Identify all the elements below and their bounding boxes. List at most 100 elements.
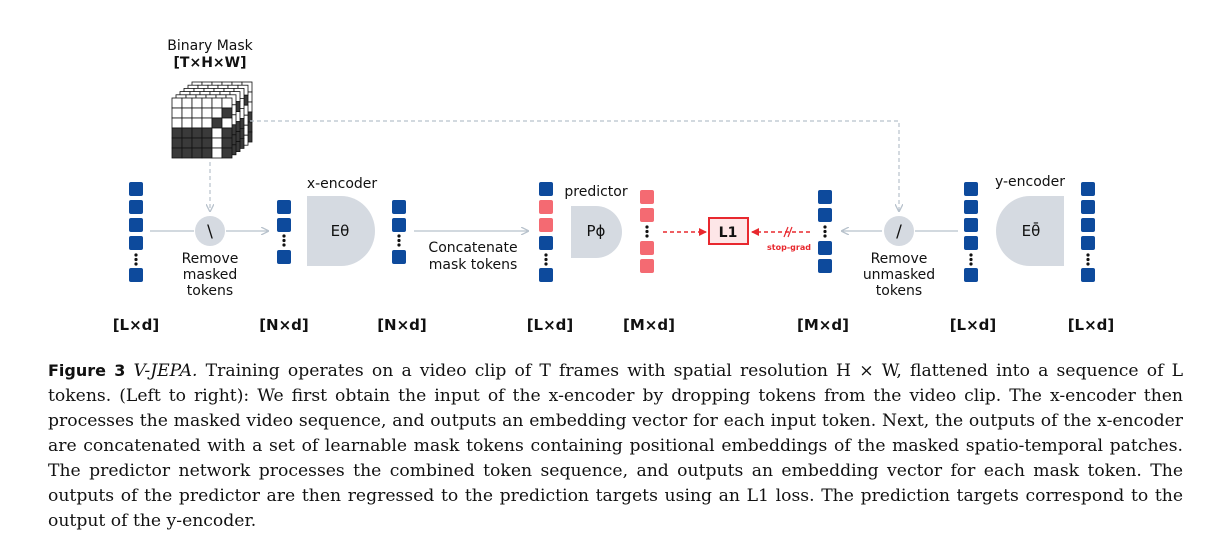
token [277, 218, 291, 232]
mask-cell [191, 147, 203, 159]
mask-cell [211, 97, 223, 109]
mask-cell [191, 107, 203, 119]
token [964, 236, 978, 250]
binary-mask-cube [171, 81, 253, 159]
mask-cell [171, 107, 183, 119]
mask-token [640, 208, 654, 222]
token [539, 182, 553, 196]
mask-cell [191, 127, 203, 139]
mask-cell [221, 107, 233, 119]
token [818, 208, 832, 222]
y-encoder-block [996, 196, 1064, 266]
mask-cell [171, 137, 183, 149]
remove-masked-op [195, 216, 225, 246]
caption-body: Training operates on a video clip of T f… [48, 361, 1184, 531]
stop-grad-mark [787, 226, 793, 238]
token [539, 268, 553, 282]
token [1081, 236, 1095, 250]
token [129, 218, 143, 232]
dim-label: [M×d] [623, 316, 675, 334]
target-tokens [818, 190, 832, 273]
token [129, 236, 143, 250]
dim-label: [N×d] [259, 316, 309, 334]
token [964, 268, 978, 282]
remove-unmasked-text-3: tokens [876, 283, 922, 299]
mask-cell [191, 117, 203, 129]
token [392, 218, 406, 232]
remove-masked-symbol: \ [207, 222, 213, 242]
token [818, 241, 832, 255]
mask-cell [201, 147, 213, 159]
vjepa-diagram: Binary Mask [T×H×W] \ Remove masked toke… [113, 38, 1115, 334]
mask-cell [201, 107, 213, 119]
mask-cell [211, 107, 223, 119]
token [818, 190, 832, 204]
mask-token [640, 190, 654, 204]
figure-title: V-JEPA. [133, 361, 198, 381]
token [129, 268, 143, 282]
predictor-symbol: Pϕ [587, 222, 606, 240]
mask-dims: [T×H×W] [174, 55, 247, 71]
y-encoder-outputs [964, 182, 978, 282]
remove-masked-text-2: masked [183, 267, 238, 283]
remove-unmasked-text-1: Remove [871, 251, 928, 267]
token [1081, 182, 1095, 196]
concat-text-2: mask tokens [429, 257, 518, 273]
mask-cell [221, 147, 233, 159]
loss-label: L1 [719, 225, 738, 241]
mask-cell [211, 127, 223, 139]
loss-box [708, 217, 749, 245]
mask-token [640, 241, 654, 255]
dim-label: [L×d] [950, 316, 997, 334]
mask-cell [181, 147, 193, 159]
mask-cell [181, 97, 193, 109]
mask-cell [191, 137, 203, 149]
mask-cell [221, 117, 233, 129]
remove-unmasked-symbol: / [896, 222, 902, 242]
predictor-block [571, 206, 622, 258]
dim-label: [L×d] [113, 316, 160, 334]
x-encoder-block [307, 196, 375, 266]
dim-label: [L×d] [527, 316, 574, 334]
token [539, 236, 553, 250]
mask-cell [201, 117, 213, 129]
mask-cell [181, 117, 193, 129]
predictor-outputs [640, 190, 654, 273]
y-encoder-label: y-encoder [995, 174, 1065, 190]
mask-cell [201, 137, 213, 149]
token [1081, 200, 1095, 214]
mask-cell [181, 137, 193, 149]
mask-cell [171, 127, 183, 139]
stop-grad-label: stop-grad [767, 243, 811, 252]
token [964, 218, 978, 232]
token [392, 250, 406, 264]
y-encoder-symbol: Eθ̄ [1022, 221, 1041, 240]
mask-title: Binary Mask [167, 38, 253, 54]
stop-grad-mark [783, 226, 789, 238]
mask-token [539, 200, 553, 214]
remove-unmasked-op [884, 216, 914, 246]
mask-cell [211, 117, 223, 129]
mask-cell [191, 97, 203, 109]
remove-masked-text-1: Remove [182, 251, 239, 267]
mask-cell [211, 147, 223, 159]
dim-label: [M×d] [797, 316, 849, 334]
token [392, 200, 406, 214]
mask-cell [201, 127, 213, 139]
token [1081, 218, 1095, 232]
mask-cell [211, 137, 223, 149]
x-encoder-symbol: Eθ [331, 222, 350, 240]
predictor-label: predictor [564, 184, 627, 200]
concat-text-1: Concatenate [428, 240, 517, 256]
mask-cell [181, 127, 193, 139]
mask-cell [221, 97, 233, 109]
token [1081, 268, 1095, 282]
figure-caption: Figure 3 V-JEPA. Training operates on a … [48, 358, 1183, 534]
token [818, 259, 832, 273]
token [964, 200, 978, 214]
mask-cell [221, 127, 233, 139]
token [129, 200, 143, 214]
dim-label: [N×d] [377, 316, 427, 334]
remove-masked-text-3: tokens [187, 283, 233, 299]
visible-tokens [277, 200, 291, 264]
